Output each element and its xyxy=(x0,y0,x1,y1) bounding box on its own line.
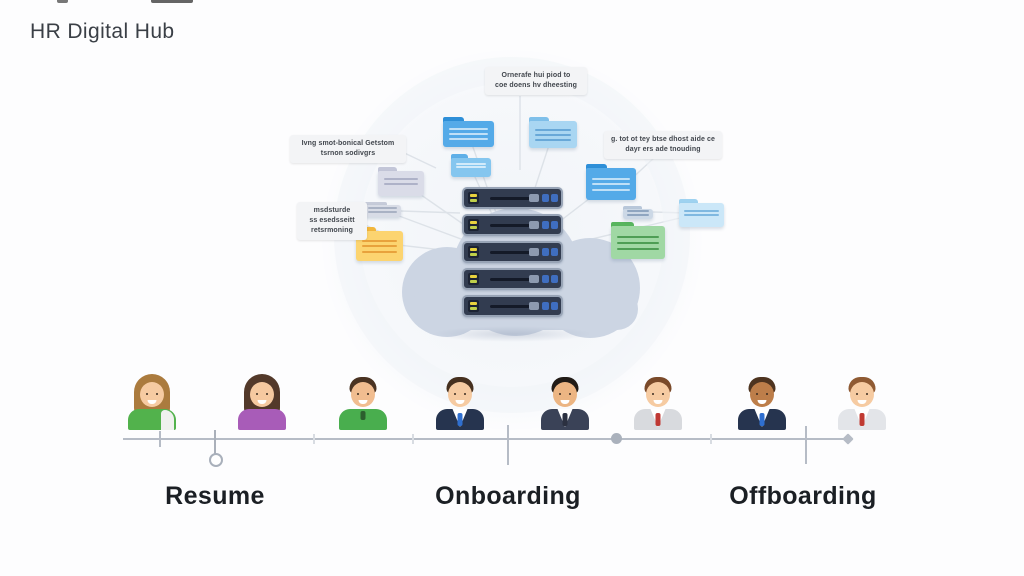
avatar-employee-2 xyxy=(233,374,291,430)
server-unit xyxy=(462,295,563,317)
folder-pale-cyan-icon xyxy=(679,199,724,227)
server-lights-icon xyxy=(468,192,479,204)
timeline-tick xyxy=(507,425,509,465)
server-unit xyxy=(462,214,563,236)
document-gray-icon xyxy=(623,206,653,219)
server-lights-icon xyxy=(468,300,479,312)
avatar-employee-6 xyxy=(629,374,687,430)
callout-top: Ornerafe hui piod to coe doens hv dheest… xyxy=(485,67,587,96)
callout-right: g. tot ot tey btse dhost aide ce dayr er… xyxy=(604,131,722,160)
stage-label-offboarding: Offboarding xyxy=(729,482,877,510)
timeline-tick xyxy=(313,434,315,444)
server-unit xyxy=(462,187,563,209)
avatar-employee-1 xyxy=(123,374,181,430)
folder-blue-small-icon xyxy=(451,154,491,177)
document-gray-icon xyxy=(364,202,401,217)
timeline-marker-circle xyxy=(209,453,223,467)
screen-artifact xyxy=(151,0,193,3)
server-rack-shadow xyxy=(432,326,592,342)
server-lights-icon xyxy=(468,219,479,231)
avatar-employee-8 xyxy=(833,374,891,430)
timeline-tick xyxy=(710,434,712,444)
stage-label-onboarding: Onboarding xyxy=(435,482,581,510)
server-lights-icon xyxy=(468,246,479,258)
avatar-employee-5 xyxy=(536,374,594,430)
avatar-employee-3 xyxy=(334,374,392,430)
timeline-marker-dot xyxy=(611,433,622,444)
folder-lavender-icon xyxy=(378,167,424,196)
folder-blue-icon xyxy=(443,117,494,147)
folder-pale-blue-icon xyxy=(529,117,577,148)
folder-green-icon xyxy=(611,222,665,259)
callout-left-lower: msdsturde ss esedsseitt retsrmoning xyxy=(297,202,367,241)
server-unit xyxy=(462,268,563,290)
avatar-employee-7 xyxy=(733,374,791,430)
timeline-line xyxy=(123,438,845,440)
server-lights-icon xyxy=(468,273,479,285)
avatar-employee-4 xyxy=(431,374,489,430)
page-title: HR Digital Hub xyxy=(30,20,175,43)
folder-blue-icon xyxy=(586,164,636,200)
timeline-tick xyxy=(805,426,807,464)
server-unit xyxy=(462,241,563,263)
callout-left-upper: Ivng smot-bonical Getstom tsrnon sodivgr… xyxy=(290,135,406,164)
timeline-marker-stem xyxy=(214,430,216,454)
screen-artifact xyxy=(57,0,68,3)
stage-label-resume: Resume xyxy=(165,482,265,510)
timeline-tick xyxy=(412,434,414,444)
timeline-tick xyxy=(159,431,161,447)
